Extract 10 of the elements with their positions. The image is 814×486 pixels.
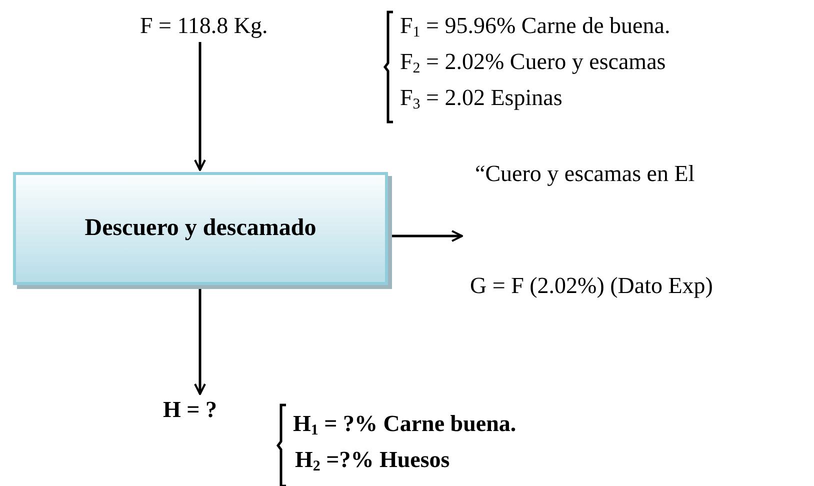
note-text: H$_{1}$ = ?% Carne buena. xyxy=(293,410,516,438)
note-text: “Cuero y escamas en El xyxy=(475,160,695,188)
note-text: G = F (2.02%) (Dato Exp) xyxy=(470,272,713,300)
arrow xyxy=(194,42,206,171)
note-text: H$_{2}$ =?% Huesos xyxy=(295,446,450,474)
note-text: F$_{2}$ = 2.02% Cuero y escamas xyxy=(400,48,666,76)
note-text: F$_{1}$ = 95.96% Carne de buena. xyxy=(400,12,670,40)
flow-label: H = ? xyxy=(163,396,217,424)
flow-label: F = 118.8 Kg. xyxy=(140,12,268,40)
note-text: F$_{3}$ = 2.02 Espinas xyxy=(400,84,562,112)
